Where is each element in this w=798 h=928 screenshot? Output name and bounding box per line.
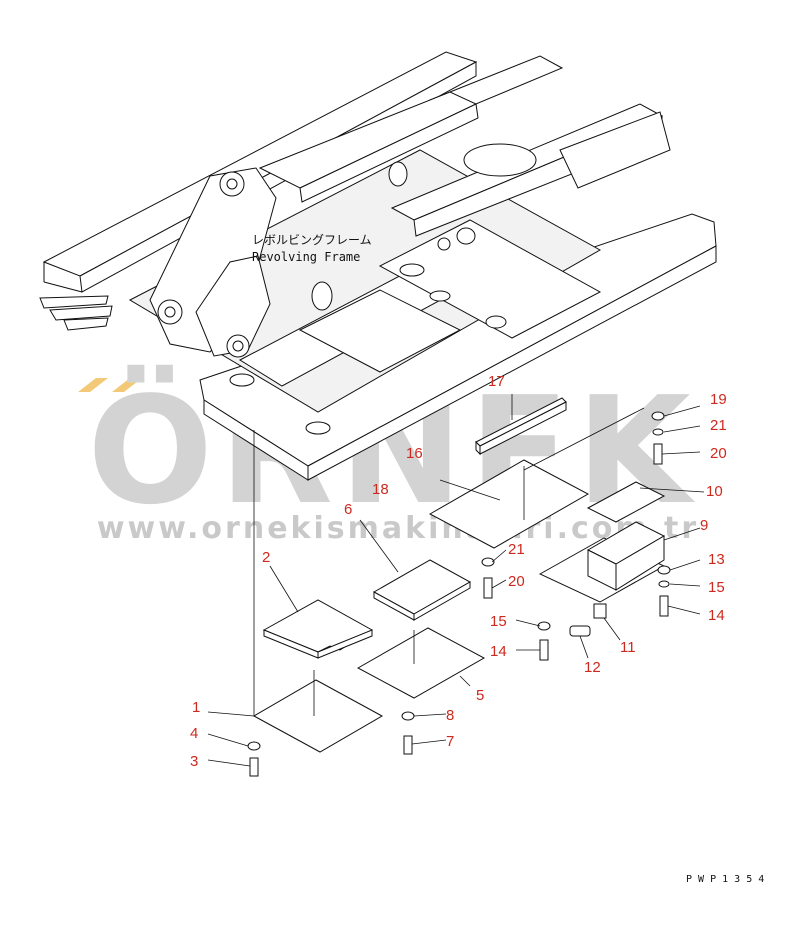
callout-20: 20 [508, 573, 525, 590]
callout-21: 21 [710, 417, 727, 434]
part-5-plate [356, 627, 486, 699]
callout-15: 15 [490, 613, 507, 630]
callout-3: 3 [190, 753, 198, 770]
drawing-code: P W P 1 3 5 4 [686, 874, 764, 885]
callout-10: 10 [706, 483, 723, 500]
part-11-clip [593, 603, 621, 641]
frame-label: レボルビングフレーム Revolving Frame [252, 233, 372, 264]
callout-17: 17 [488, 373, 505, 390]
callout-2: 2 [262, 549, 270, 566]
callout-9: 9 [700, 517, 708, 534]
callout-6: 6 [344, 501, 352, 518]
watermark-url: www.ornekismakinalari.com.tr [97, 511, 699, 546]
callout-13: 13 [708, 551, 725, 568]
hardware [207, 405, 701, 777]
callout-14: 14 [708, 607, 725, 624]
callout-21: 21 [508, 541, 525, 558]
watermark-accent-mark [112, 378, 142, 392]
part-1-plate [207, 670, 384, 753]
revolving-frame [39, 51, 717, 481]
callout-18: 18 [372, 481, 389, 498]
callout-19: 19 [710, 391, 727, 408]
callout-4: 4 [190, 725, 198, 742]
part-2-cover [262, 565, 373, 659]
part-12-plug [569, 625, 591, 659]
watermark-accent-mark [78, 378, 108, 392]
callout-16: 16 [406, 445, 423, 462]
callout-5: 5 [476, 687, 484, 704]
frame-label-jp: レボルビングフレーム [252, 233, 372, 247]
callout-20: 20 [710, 445, 727, 462]
frame-label-en: Revolving Frame [252, 250, 360, 264]
callout-7: 7 [446, 733, 454, 750]
part-16-plate [428, 407, 645, 549]
callout-11: 11 [620, 639, 636, 656]
callout-8: 8 [446, 707, 454, 724]
part-10-plate [586, 481, 705, 523]
part-17-bar [475, 394, 567, 456]
callout-14: 14 [490, 643, 507, 660]
callout-15: 15 [708, 579, 725, 596]
part-6-cover [359, 519, 472, 621]
callouts: 1 2 3 4 5 6 7 8 9 10 11 12 13 14 14 15 1… [190, 373, 727, 770]
callout-12: 12 [584, 659, 601, 676]
part-9-bracket [538, 521, 701, 603]
callout-1: 1 [192, 699, 200, 716]
